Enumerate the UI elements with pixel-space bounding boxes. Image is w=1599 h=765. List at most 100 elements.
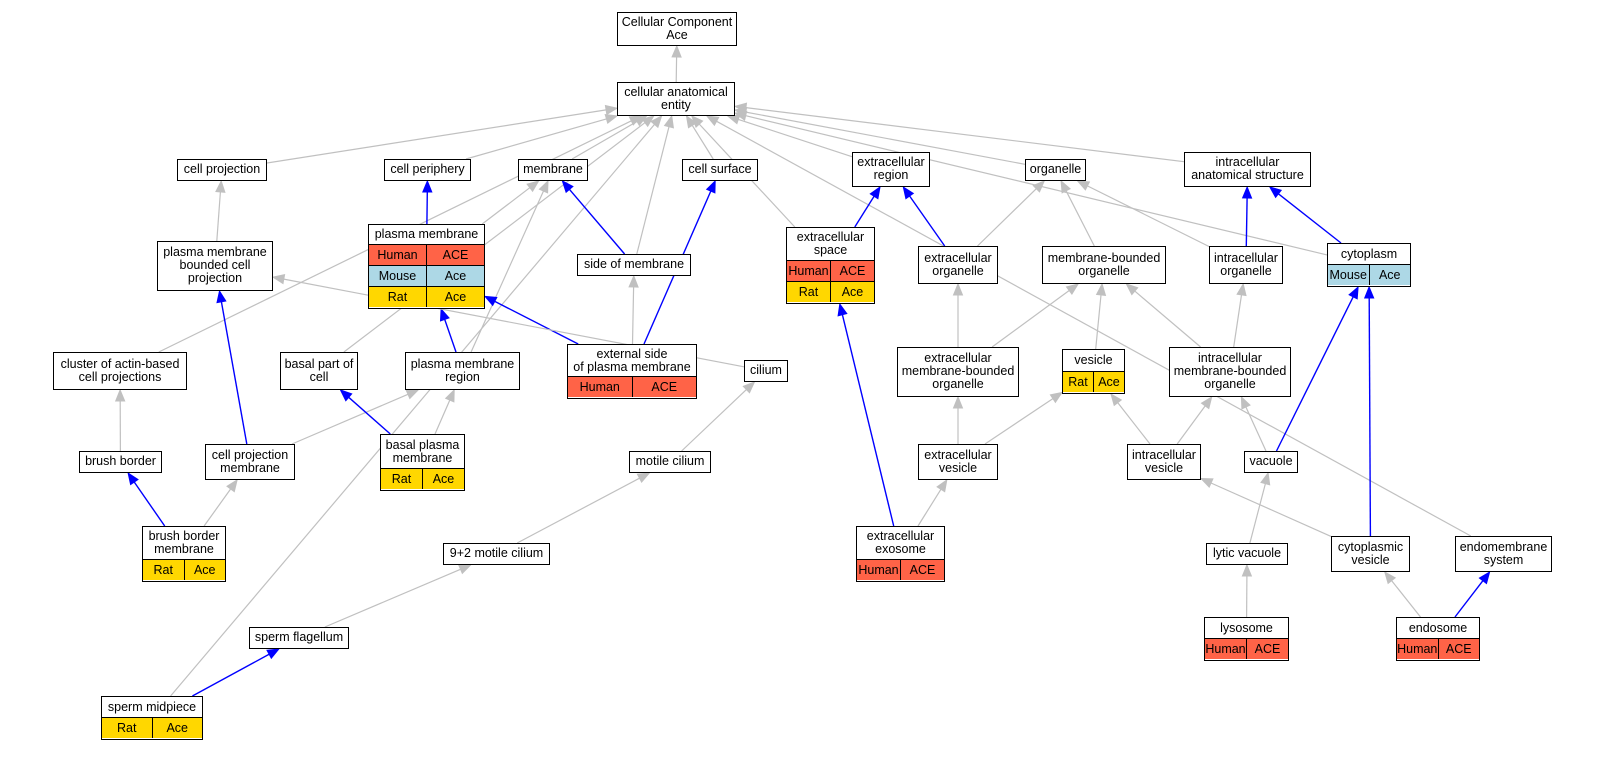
go-term-pm-bounded-cell-projection: plasma membrane bounded cell projection — [157, 241, 273, 291]
gene-cell: Ace — [1368, 265, 1411, 285]
term-label: sperm midpiece — [107, 699, 197, 714]
edge-is-a-brush-border-membrane-to-cell-projection-membrane — [203, 488, 232, 527]
species-cell: Rat — [798, 284, 819, 299]
species-cell: Human — [1397, 641, 1438, 656]
term-label: plasma membrane region — [410, 356, 515, 384]
arrowhead — [690, 115, 704, 128]
go-term-basal-part-of-cell: basal part of cell — [280, 352, 358, 390]
term-label: vesicle — [1074, 353, 1113, 367]
go-term-lytic-vacuole: lytic vacuole — [1206, 543, 1288, 565]
go-term-root: Cellular Component Ace — [617, 12, 737, 46]
go-term-extracellular-vesicle: extracellular vesicle — [918, 444, 998, 480]
edge-part-of-cytoplasmic-vesicle-to-cytoplasm — [1368, 297, 1372, 537]
gene-cell: Ace — [1093, 372, 1124, 392]
edge-part-of-cytoplasm-to-intracellular-anatomical-structure — [1277, 193, 1342, 244]
term-label: organelle — [1029, 162, 1082, 176]
go-term-extracellular-region: extracellular region — [852, 152, 930, 187]
arrowhead — [114, 388, 126, 402]
edge-part-of-basal-plasma-membrane-to-basal-part-of-cell — [348, 396, 391, 435]
edge-is-a-endosome-to-cytoplasmic-vesicle — [1391, 580, 1421, 618]
arrowhead — [742, 381, 756, 394]
term-label: membrane-bounded organelle — [1047, 250, 1161, 278]
arrowhead — [936, 478, 948, 493]
species-cell: Rat — [117, 720, 137, 735]
edge-is-a-vacuole-to-ic-mb-organelle — [1245, 406, 1267, 452]
term-label: vacuole — [1249, 454, 1293, 468]
edge-is-a-pm-region-to-membrane — [470, 190, 545, 353]
term-label: cellular anatomical entity — [624, 84, 728, 112]
arrowhead — [226, 478, 238, 493]
go-term-endomembrane-system: endomembrane system — [1455, 536, 1552, 572]
gene-cell: ACE — [830, 261, 874, 281]
species-cell: Human — [377, 247, 418, 262]
term-label: cilium — [750, 363, 782, 377]
edge-is-a-cytoplasmic-vesicle-to-intracellular-vesicle — [1210, 482, 1332, 537]
arrowhead — [215, 179, 226, 193]
edge-is-a-intracellular-organelle-to-organelle — [1087, 185, 1210, 248]
term-label: cell projection — [183, 162, 261, 176]
arrowhead — [444, 388, 455, 403]
arrowhead — [127, 471, 139, 486]
arrowhead — [1260, 471, 1271, 486]
arrowhead — [216, 289, 227, 304]
arrowhead — [1095, 282, 1107, 296]
species-cell: Rat — [153, 562, 173, 577]
arrowhead — [1065, 283, 1080, 295]
species-cell: Mouse — [1329, 267, 1368, 282]
edge-is-a-motile-cilium-to-cilium — [681, 389, 747, 452]
term-label: intracellular anatomical structure — [1191, 155, 1304, 182]
go-term-intracellular-anatomical-structure: intracellular anatomical structure — [1184, 152, 1311, 187]
edge-part-of-vacuole-to-cytoplasm — [1275, 296, 1354, 452]
go-term-vacuole: vacuole — [1244, 451, 1298, 473]
arrowhead — [902, 185, 915, 200]
gene-cell: Ace — [422, 469, 464, 489]
term-label: extracellular membrane-bounded organelle — [901, 351, 1015, 391]
term-label: cytoplasm — [1340, 246, 1398, 261]
arrowhead — [1049, 391, 1064, 404]
edge-is-a-extracellular-vesicle-to-vesicle — [984, 398, 1054, 445]
arrowhead — [1199, 477, 1214, 488]
arrowhead — [869, 185, 881, 200]
edge-is-a-vesicle-to-membrane-bounded-organelle — [1095, 294, 1102, 350]
arrowhead — [1363, 285, 1375, 299]
arrowhead — [1076, 180, 1091, 191]
edge-is-a-cell-surface-to-cae — [691, 125, 714, 160]
term-label: lytic vacuole — [1212, 546, 1282, 560]
edge-part-of-extracellular-space-to-extracellular-region — [854, 195, 875, 228]
arrowhead — [439, 307, 450, 322]
go-term-side-of-membrane: side of membrane — [577, 254, 691, 276]
gene-cell: ACE — [1246, 639, 1288, 659]
term-label: lysosome — [1220, 620, 1273, 635]
edge-is-a-lytic-vacuole-to-vacuole — [1249, 483, 1266, 544]
term-label: motile cilium — [635, 454, 705, 468]
arrowhead — [705, 179, 716, 194]
go-term-intracellular-vesicle: intracellular vesicle — [1127, 444, 1201, 480]
arrowhead — [1032, 180, 1046, 193]
term-label: extracellular vesicle — [924, 447, 992, 475]
arrowhead — [1268, 186, 1283, 199]
go-term-pm-region: plasma membrane region — [405, 352, 520, 390]
arrowhead — [483, 295, 498, 307]
species-cell: Human — [579, 379, 620, 394]
arrowhead — [1200, 395, 1213, 410]
species-cell: Mouse — [378, 268, 417, 283]
arrowhead — [1060, 179, 1071, 194]
arrowhead — [1236, 282, 1247, 297]
arrowhead — [604, 104, 619, 116]
go-term-cell-periphery: cell periphery — [384, 159, 471, 181]
term-label: basal plasma membrane — [385, 437, 460, 465]
edge-is-a-plasma-membrane-to-membrane — [481, 187, 531, 225]
